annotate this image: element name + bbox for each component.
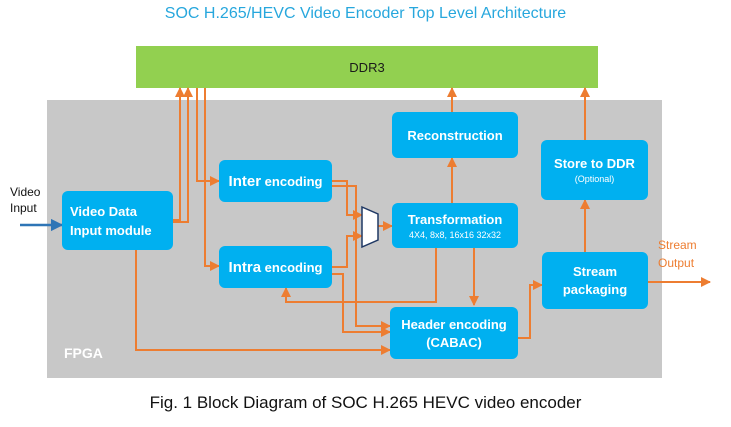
reconstruction-box: Reconstruction <box>392 112 518 158</box>
inter-encoding-label: Inter encoding <box>229 173 323 190</box>
stream-output-label: Stream Output <box>658 236 697 272</box>
intra-encoding-box: Intra encoding <box>219 246 332 288</box>
stream-packaging-box: Stream packaging <box>542 252 648 309</box>
arrow-intra-to-header <box>332 273 391 337</box>
arrow-intra-to-mux <box>332 231 363 268</box>
stream-packaging-line1: Stream <box>572 264 618 279</box>
figure-caption: Fig. 1 Block Diagram of SOC H.265 HEVC v… <box>149 393 582 412</box>
video-data-input-line1: Video Data <box>70 204 137 219</box>
intra-encoding-suffix: encoding <box>261 259 323 275</box>
stream-output-line1: Stream <box>658 238 697 252</box>
fpga-label: FPGA <box>64 345 103 361</box>
header-encoding-line2: (CABAC) <box>426 334 482 350</box>
intra-encoding-label: Intra encoding <box>229 259 323 276</box>
video-input-line1: Video <box>10 185 41 199</box>
video-input-label: Video Input <box>10 184 40 216</box>
intra-encoding-prefix: Intra <box>228 258 262 276</box>
arrow-transformation-to-intra <box>281 248 437 303</box>
ddr3-block: DDR3 <box>136 46 598 88</box>
arrow-input-to-header <box>135 250 391 355</box>
arrow-inter-to-mux <box>332 180 363 220</box>
arrow-input-to-ddr <box>173 87 185 221</box>
stream-packaging-line2: packaging <box>562 282 628 297</box>
inter-encoding-prefix: Inter <box>228 172 262 190</box>
transformation-line2: 4X4, 8x8, 16x16 32x32 <box>408 229 502 240</box>
store-to-ddr-line2: (Optional) <box>574 174 615 184</box>
arrow-ddr-to-inter <box>196 88 220 186</box>
store-to-ddr-line1: Store to DDR <box>554 156 635 171</box>
inter-encoding-suffix: encoding <box>261 173 323 189</box>
header-encoding-box: Header encoding (CABAC) <box>390 307 518 359</box>
video-data-input-module: Video Data Input module <box>62 191 173 250</box>
arrow-ddr-to-intra <box>204 88 220 271</box>
transformation-box: Transformation 4X4, 8x8, 16x16 32x32 <box>392 203 518 248</box>
arrow-header-to-packaging <box>518 280 543 339</box>
diagram-title: SOC H.265/HEVC Video Encoder Top Level A… <box>164 5 567 22</box>
video-input-line2: Input <box>10 201 37 215</box>
arrow-inter-to-header <box>332 185 391 331</box>
store-to-ddr-box: Store to DDR (Optional) <box>541 140 648 200</box>
reconstruction-label: Reconstruction <box>407 127 503 143</box>
stream-output-line2: Output <box>658 256 695 270</box>
ddr3-label: DDR3 <box>349 59 385 75</box>
header-encoding-line1: Header encoding <box>401 316 507 332</box>
arrow-input-to-ddr-2 <box>173 87 193 223</box>
video-data-input-line2: Input module <box>70 223 152 238</box>
transformation-line1: Transformation <box>407 211 503 227</box>
mux-shape <box>361 205 379 249</box>
inter-encoding-box: Inter encoding <box>219 160 332 202</box>
